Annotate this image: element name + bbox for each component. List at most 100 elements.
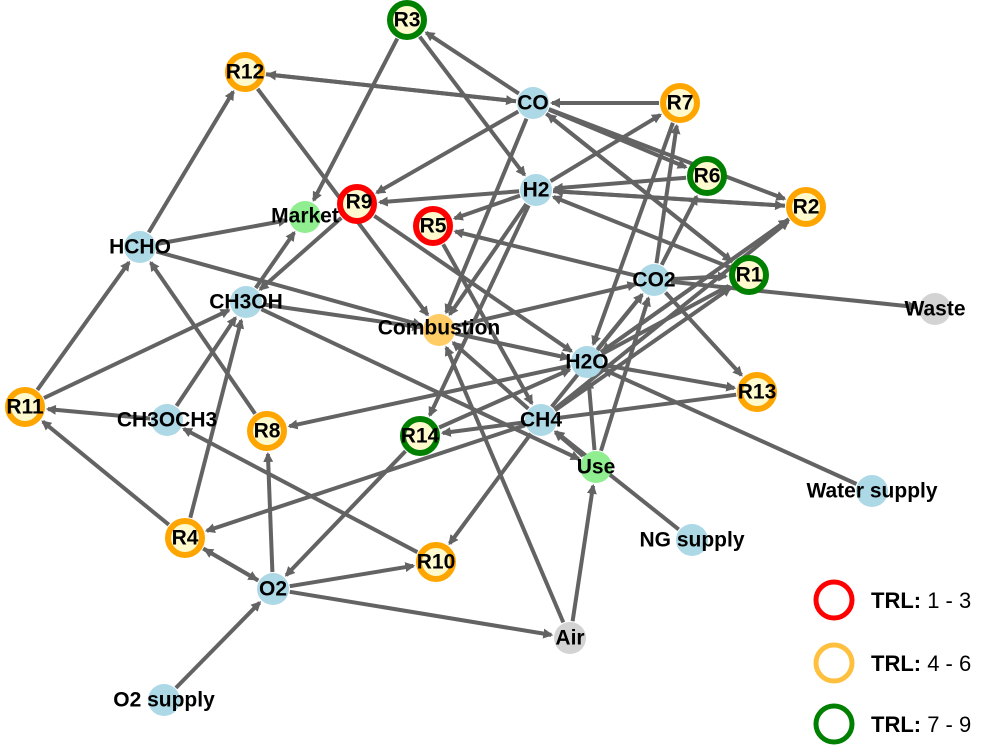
- edge-r4-to-r11: [41, 420, 171, 527]
- legend-label: TRL: 7 - 9: [871, 712, 971, 737]
- legend-range: 7 - 9: [921, 712, 971, 737]
- legend-item-trl-4-6: TRL: 4 - 6: [813, 642, 971, 684]
- node-r14: [400, 416, 440, 456]
- node-label-r10: R10: [417, 551, 456, 574]
- node-label-combustion: Combustion: [378, 317, 500, 340]
- edge-h2-to-combustion: [448, 202, 528, 317]
- node-label-ch4: CH4: [520, 409, 562, 432]
- edge-r2-to-h2: [553, 186, 786, 208]
- legend-prefix: TRL:: [871, 712, 921, 737]
- edge-h2-to-r7: [549, 113, 663, 183]
- node-r12: [225, 52, 265, 92]
- edge-r3-to-h2: [418, 35, 527, 177]
- node-r7: [660, 83, 700, 123]
- node-label-use: Use: [577, 456, 616, 479]
- node-label-r7: R7: [667, 92, 694, 115]
- node-r13: [737, 372, 777, 412]
- node-combustion: [423, 314, 455, 346]
- node-label-r2: R2: [793, 196, 820, 219]
- node-label-o2: O2: [259, 578, 287, 601]
- edge-use-to-h2o: [584, 378, 597, 451]
- node-r4: [165, 518, 205, 558]
- node-watersupply: [856, 475, 888, 507]
- node-label-r9: R9: [346, 191, 373, 214]
- edge-co-to-r2: [548, 107, 787, 201]
- edge-hcho-to-r12: [146, 89, 235, 234]
- node-waste: [919, 293, 951, 325]
- edge-h2-to-r9: [377, 189, 520, 207]
- edge-ch4-to-r10: [448, 432, 533, 546]
- node-label-h2o: H2O: [565, 351, 608, 374]
- node-hcho: [124, 231, 156, 263]
- edge-ch3oh-to-combustion: [262, 302, 423, 332]
- legend-ring-icon: [813, 703, 855, 745]
- legend-range: 1 - 3: [921, 588, 971, 613]
- edge-combustion-to-co2: [455, 281, 638, 329]
- node-label-waste: Waste: [904, 298, 965, 321]
- edge-o2-to-air: [289, 589, 554, 639]
- edge-r1-to-h2: [551, 195, 731, 270]
- node-co: [517, 87, 549, 119]
- edge-hcho-to-combustion: [155, 249, 423, 328]
- edge-ch3och3-to-r11: [45, 404, 151, 421]
- node-h2o: [571, 346, 603, 378]
- node-label-co2: CO2: [632, 269, 675, 292]
- node-r2: [786, 187, 826, 227]
- node-label-ch3oh: CH3OH: [209, 291, 283, 314]
- edge-co-to-r9: [375, 109, 520, 195]
- edge-ch3oh-to-use: [260, 307, 581, 461]
- node-label-r1: R1: [736, 264, 763, 287]
- legend-item-trl-7-9: TRL: 7 - 9: [813, 703, 971, 745]
- node-r1: [729, 255, 769, 295]
- node-label-r12: R12: [226, 61, 265, 84]
- node-r10: [416, 542, 456, 582]
- edge-r4-to-o2: [202, 546, 259, 582]
- node-label-watersupply: Water supply: [806, 480, 937, 503]
- edge-watersupply-to-h2o: [602, 367, 858, 486]
- edge-r14-to-h2o: [438, 367, 572, 430]
- edge-air-to-use: [570, 483, 597, 622]
- legend-range: 4 - 6: [921, 651, 971, 676]
- edge-ch3och3-to-ch3oh: [174, 316, 238, 408]
- legend-label: TRL: 4 - 6: [871, 651, 971, 676]
- edge-r7-to-h2o: [591, 122, 675, 346]
- node-label-r11: R11: [6, 396, 44, 419]
- legend-prefix: TRL:: [871, 588, 921, 613]
- edge-o2-to-r10: [289, 562, 416, 589]
- node-r6: [687, 156, 727, 196]
- node-label-r6: R6: [694, 165, 721, 188]
- edge-h2o-to-r8: [287, 363, 571, 430]
- edge-co2-to-r5: [453, 228, 638, 278]
- edge-combustion-to-h2o: [455, 331, 571, 362]
- node-r8: [247, 411, 287, 451]
- node-label-co: CO: [517, 92, 549, 115]
- edge-o2-to-r8: [263, 452, 275, 573]
- edges-layer: [35, 31, 919, 690]
- edge-co2-to-r13: [664, 291, 743, 377]
- edge-ch4-to-r2: [553, 219, 790, 411]
- node-label-r5: R5: [420, 215, 447, 238]
- edge-use-to-co2: [599, 296, 651, 452]
- edge-h2-to-r14: [427, 204, 531, 418]
- node-label-r14: R14: [401, 425, 440, 448]
- node-label-hcho: HCHO: [109, 236, 171, 259]
- node-label-r13: R13: [738, 381, 777, 404]
- node-co2: [638, 264, 670, 296]
- node-ch3oh: [230, 286, 262, 318]
- node-label-air: Air: [555, 627, 584, 650]
- edge-r8-to-hcho: [149, 260, 257, 415]
- node-label-h2: H2: [523, 179, 550, 202]
- edge-r11-to-hcho: [35, 260, 131, 392]
- edge-r4-to-ch3oh: [188, 318, 245, 519]
- node-label-o2supply: O2 supply: [113, 689, 215, 712]
- edge-ch4-to-combustion: [451, 341, 530, 411]
- node-o2: [257, 573, 289, 605]
- node-ch3och3: [151, 404, 183, 436]
- edge-co2-to-r6: [659, 194, 699, 266]
- node-label-market: Market: [271, 205, 339, 228]
- edge-co-to-r1: [545, 112, 733, 263]
- edge-r9-to-ch3oh: [258, 216, 343, 291]
- node-r9: [337, 184, 377, 224]
